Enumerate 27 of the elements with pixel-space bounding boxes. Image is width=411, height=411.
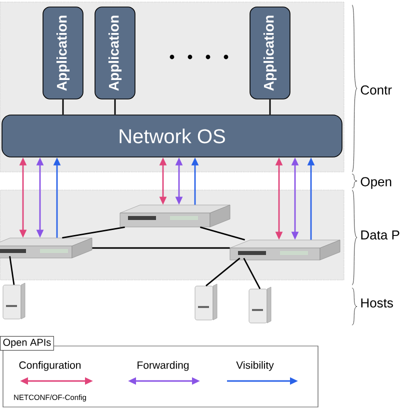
legend-text: Forwarding bbox=[138, 361, 189, 371]
application-box: Application bbox=[250, 6, 290, 100]
server-drawing bbox=[248, 286, 272, 324]
layer-label: Open bbox=[360, 177, 392, 189]
connector-line bbox=[9, 256, 15, 285]
connector-line bbox=[243, 258, 261, 290]
legend-text: Visibility bbox=[236, 361, 274, 371]
switch-drawing bbox=[120, 204, 230, 228]
network-os-box: Network OS bbox=[2, 114, 342, 158]
legend-text: Configuration bbox=[19, 361, 81, 371]
switch-drawing bbox=[230, 240, 340, 260]
layer-label: Contr bbox=[360, 85, 392, 95]
connector-line bbox=[200, 226, 245, 240]
layer-label: Data P bbox=[361, 230, 400, 240]
application-box: Application bbox=[94, 6, 136, 100]
connector-line bbox=[269, 99, 271, 115]
connector-line bbox=[114, 99, 116, 115]
legend-title: Open APIs bbox=[0, 336, 54, 351]
connector-line bbox=[62, 226, 125, 238]
server-drawing bbox=[2, 282, 26, 320]
connector-line bbox=[92, 247, 230, 249]
connector-line bbox=[206, 258, 240, 286]
application-box: Application bbox=[42, 6, 84, 100]
connector-line bbox=[62, 99, 64, 115]
layer-label: Hosts bbox=[361, 298, 393, 308]
server-drawing bbox=[194, 284, 218, 320]
switch-drawing bbox=[0, 238, 92, 258]
